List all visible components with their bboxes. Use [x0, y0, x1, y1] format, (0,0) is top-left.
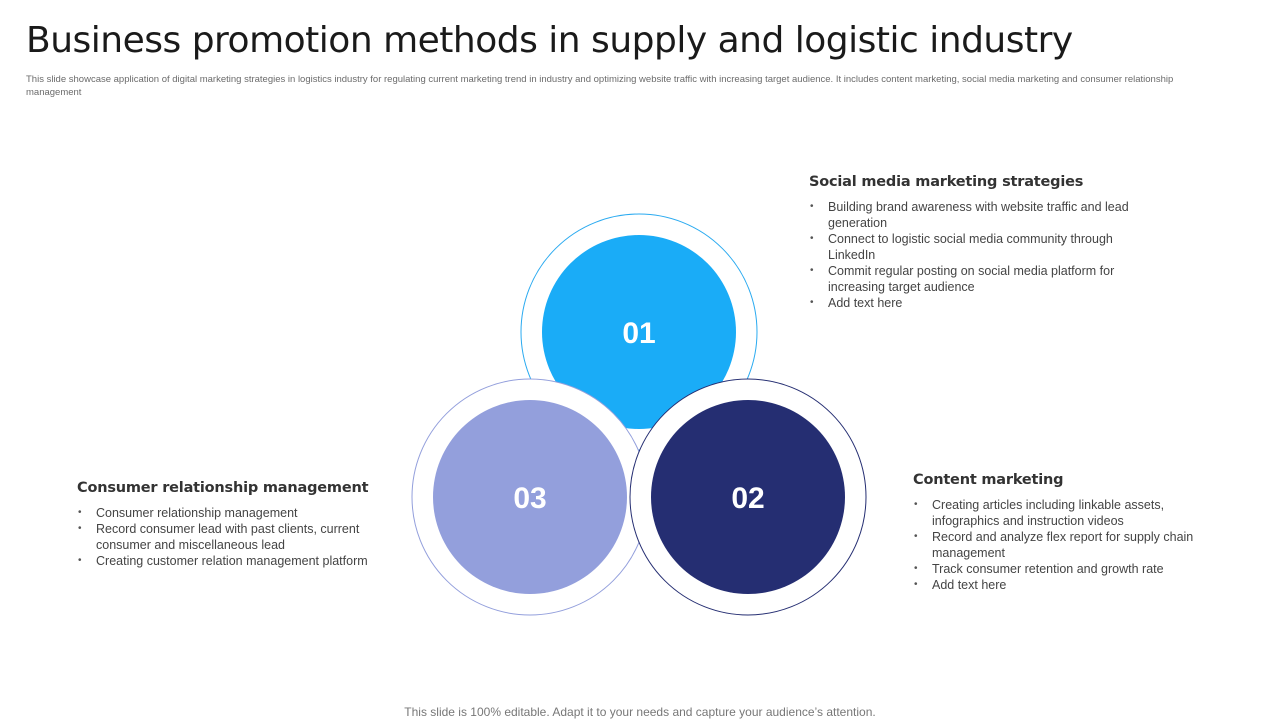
section-content-marketing-list: Creating articles including linkable ass…: [913, 497, 1203, 593]
list-item: Building brand awareness with website tr…: [809, 199, 1139, 231]
circle-02-number: 02: [731, 482, 764, 515]
section-content-marketing-heading: Content marketing: [913, 472, 1064, 488]
list-item: Commit regular posting on social media p…: [809, 263, 1139, 295]
section-consumer-relationship: Consumer relationship management Consume…: [77, 480, 377, 569]
section-social-media-heading: Social media marketing strategies: [809, 174, 1084, 190]
list-item: Connect to logistic social media communi…: [809, 231, 1139, 263]
section-social-media-list: Building brand awareness with website tr…: [809, 199, 1139, 311]
list-item: Creating articles including linkable ass…: [913, 497, 1203, 529]
circle-01: [542, 235, 736, 429]
circle-group-03: [411, 378, 649, 616]
page-subtitle: This slide showcase application of digit…: [26, 74, 1174, 98]
circle-02: [651, 400, 845, 594]
section-consumer-relationship-heading: Consumer relationship management: [77, 480, 369, 496]
section-content-marketing: Content marketing Creating articles incl…: [913, 472, 1203, 593]
footer-note: This slide is 100% editable. Adapt it to…: [404, 705, 876, 719]
list-item: Record and analyze flex report for suppl…: [913, 529, 1203, 561]
list-item: Consumer relationship management: [77, 505, 377, 521]
circle-03: [433, 400, 627, 594]
circle-03-number: 03: [513, 482, 546, 515]
page-title: Business promotion methods in supply and…: [26, 20, 1073, 61]
list-item: Add text here: [809, 295, 1139, 311]
circle-group-02: [629, 378, 867, 616]
list-item: Add text here: [913, 577, 1203, 593]
circle-01-number: 01: [622, 317, 655, 350]
list-item: Record consumer lead with past clients, …: [77, 521, 377, 553]
section-consumer-relationship-list: Consumer relationship management Record …: [77, 505, 377, 569]
list-item: Track consumer retention and growth rate: [913, 561, 1203, 577]
section-social-media: Social media marketing strategies Buildi…: [809, 174, 1139, 311]
list-item: Creating customer relation management pl…: [77, 553, 377, 569]
